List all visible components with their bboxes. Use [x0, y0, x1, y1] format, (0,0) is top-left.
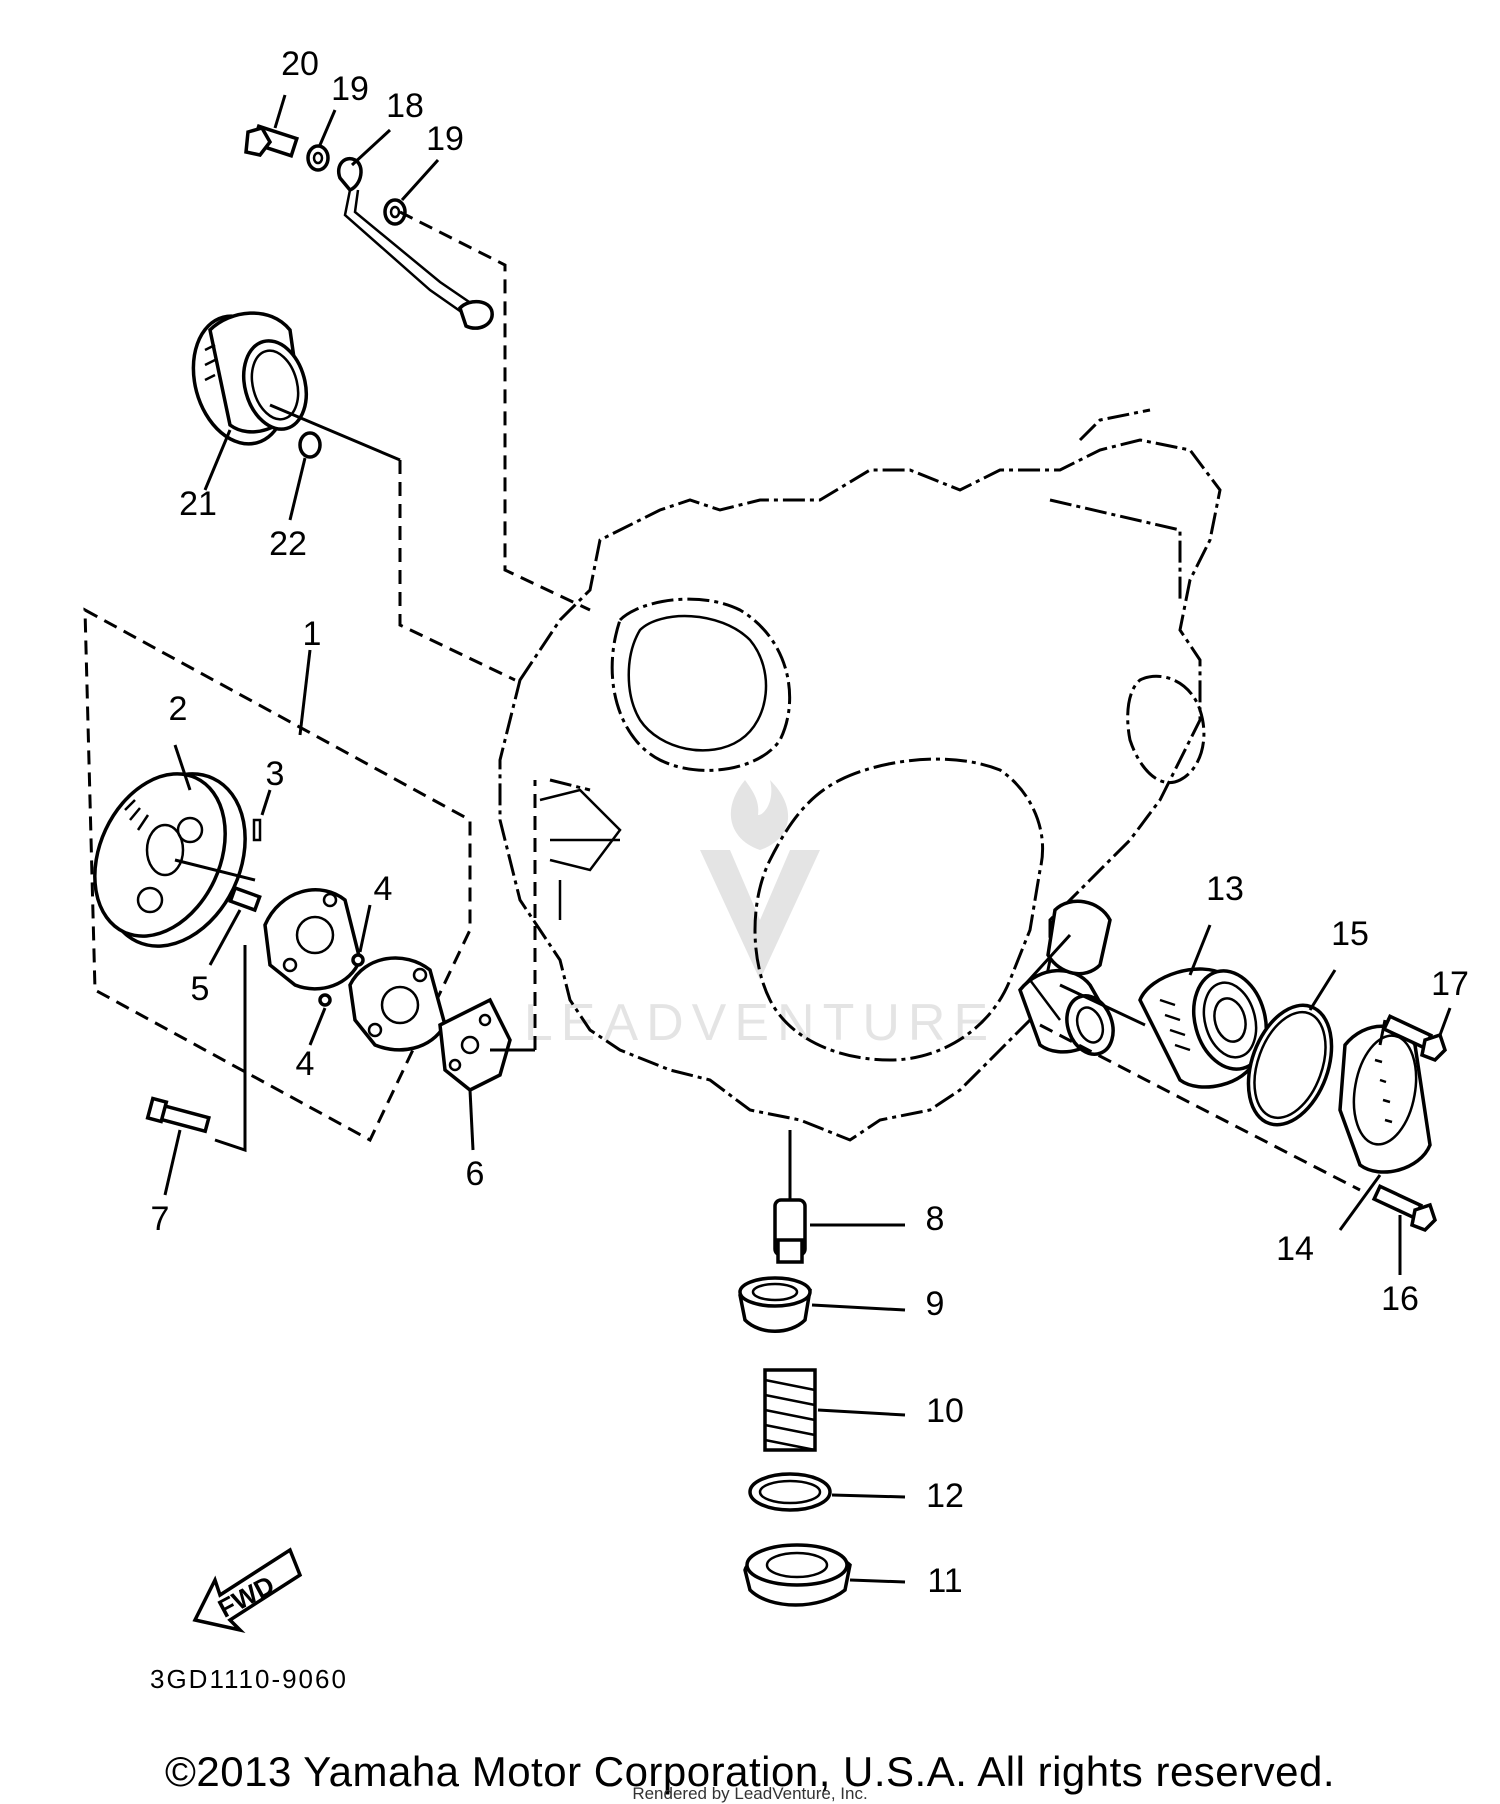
callout-labels: 20 19 18 19 21 22 1 2 3 4 5 4 6 7 8 9 10…	[151, 45, 1469, 1600]
callout-11: 11	[927, 1562, 962, 1600]
oil-pipe-assembly	[244, 94, 591, 612]
leadventure-watermark: LEADVENTURE	[524, 780, 996, 1052]
callout-18: 18	[386, 87, 424, 125]
callout-3: 3	[266, 755, 285, 793]
callout-7: 7	[151, 1200, 170, 1238]
callout-21: 21	[179, 485, 217, 523]
callout-5: 5	[191, 970, 210, 1008]
callout-8: 8	[926, 1200, 945, 1238]
rendered-by-notice: Rendered by LeadVenture, Inc.	[632, 1784, 868, 1803]
strainer-assembly	[191, 311, 516, 682]
callout-22: 22	[269, 525, 307, 563]
callout-12: 12	[926, 1477, 964, 1515]
callout-19a: 19	[331, 70, 369, 108]
crankcase	[498, 408, 1222, 1142]
callout-15: 15	[1331, 915, 1369, 953]
diagram-code: 3GD1110-9060	[150, 1664, 348, 1694]
fwd-arrow: FWD	[192, 1547, 303, 1634]
callout-16: 16	[1381, 1280, 1419, 1318]
callout-4a: 4	[374, 870, 393, 908]
callout-19b: 19	[426, 120, 464, 158]
copyright-notice: ©2013 Yamaha Motor Corporation, U.S.A. A…	[164, 1748, 1336, 1795]
callout-4b: 4	[296, 1045, 315, 1083]
callout-6: 6	[466, 1155, 485, 1193]
oil-filter-assembly	[1018, 899, 1452, 1275]
bolt-7	[145, 945, 247, 1196]
callout-13: 13	[1206, 870, 1244, 908]
watermark-text: LEADVENTURE	[524, 994, 996, 1052]
callout-9: 9	[926, 1285, 945, 1323]
screw-5	[208, 885, 262, 966]
callout-10: 10	[926, 1392, 964, 1430]
callout-2: 2	[169, 690, 188, 728]
dowel-pin	[252, 789, 272, 842]
oil-pump-body	[263, 888, 447, 1052]
callout-20: 20	[281, 45, 319, 83]
pump-gasket	[438, 780, 537, 1151]
callout-1: 1	[303, 615, 322, 653]
callout-17: 17	[1431, 965, 1469, 1003]
callout-14: 14	[1276, 1230, 1314, 1268]
oil-pump-gear	[93, 744, 256, 948]
drain-plug-stack	[738, 1130, 906, 1607]
